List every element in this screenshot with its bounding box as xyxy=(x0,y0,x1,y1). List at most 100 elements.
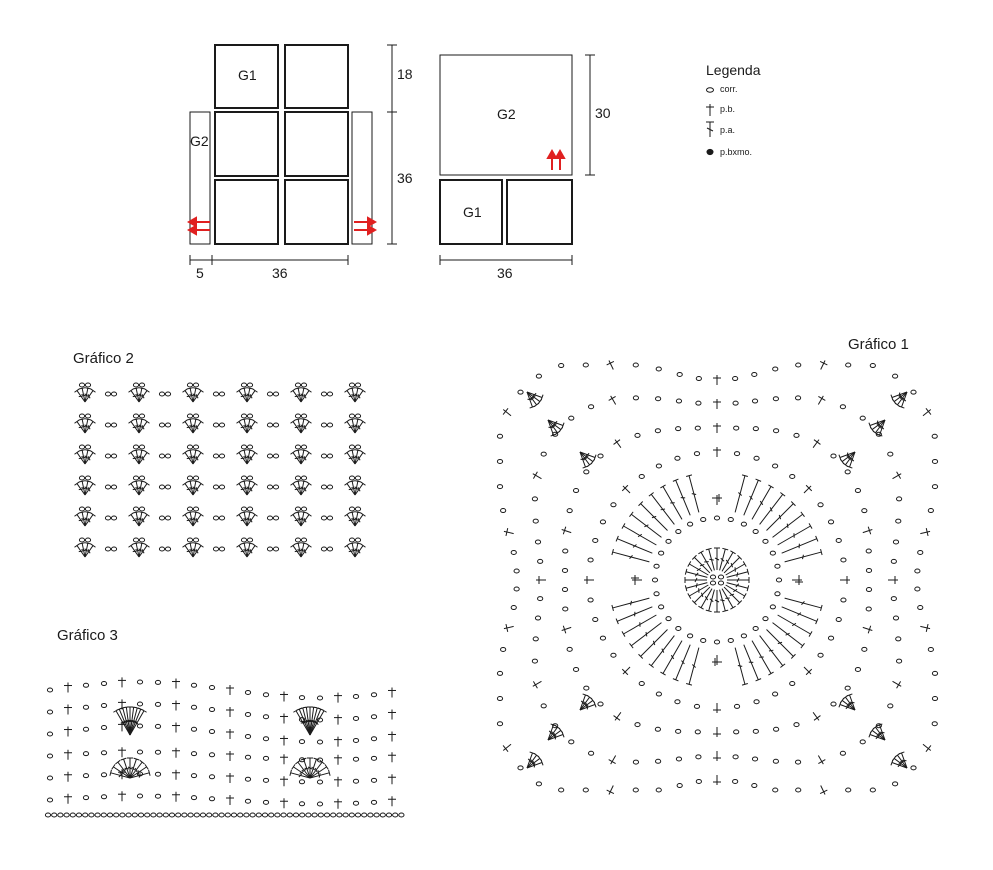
single-crochet xyxy=(280,691,288,702)
double-crochet xyxy=(133,542,140,558)
chain-stitch xyxy=(839,404,847,410)
chain-stitch xyxy=(762,616,769,622)
double-crochet xyxy=(241,511,248,527)
double-crochet xyxy=(246,450,258,465)
double-crochet xyxy=(236,512,248,527)
double-crochet xyxy=(300,387,307,403)
chain-stitch xyxy=(132,506,140,512)
chain-stitch xyxy=(192,413,200,419)
chain-stitch xyxy=(917,549,924,555)
chain-stitch xyxy=(164,484,172,490)
single-crochet xyxy=(713,751,721,761)
chain-stitch xyxy=(638,681,645,687)
chain-stitch xyxy=(88,812,95,818)
chain-stitch xyxy=(348,413,356,419)
double-crochet xyxy=(698,588,713,610)
chain-stitch xyxy=(208,685,216,691)
chain-stitch xyxy=(186,506,194,512)
double-crochet xyxy=(721,550,736,572)
double-crochet xyxy=(344,512,356,527)
chain-stitch xyxy=(316,801,324,807)
chain-stitch xyxy=(865,567,873,573)
chain-stitch xyxy=(218,422,226,428)
chain-stitch xyxy=(110,484,118,490)
chain-stitch xyxy=(136,749,144,755)
chain-stitch xyxy=(496,433,504,439)
chain-stitch xyxy=(537,558,544,564)
double-crochet xyxy=(344,450,356,465)
chain-stitch xyxy=(136,723,144,729)
double-crochet xyxy=(349,387,356,403)
double-crochet xyxy=(621,523,657,546)
chain-stitch xyxy=(186,475,194,481)
chain-stitch xyxy=(100,725,108,731)
chain-stitch xyxy=(243,812,250,818)
chain-stitch xyxy=(208,707,216,713)
double-crochet xyxy=(629,622,662,649)
double-crochet xyxy=(79,542,86,558)
chain-stitch xyxy=(51,812,58,818)
double-crochet xyxy=(84,480,91,496)
chain-stitch xyxy=(655,787,662,793)
chain-stitch xyxy=(208,774,216,780)
chain-stitch xyxy=(224,812,231,818)
chain-stitch xyxy=(125,812,132,818)
square xyxy=(284,111,349,177)
single-crochet xyxy=(334,714,342,725)
chain-stitch xyxy=(199,812,207,818)
single-crochet xyxy=(888,576,898,584)
double-crochet xyxy=(138,449,145,465)
chain-stitch xyxy=(845,362,852,368)
single-crochet xyxy=(922,407,932,417)
double-crochet xyxy=(354,419,366,434)
single-crochet xyxy=(226,707,234,717)
single-crochet xyxy=(172,747,180,758)
double-crochet xyxy=(349,511,356,527)
chain-stitch xyxy=(82,773,90,779)
single-crochet xyxy=(712,494,722,502)
chain-stitch xyxy=(531,658,539,664)
single-crochet xyxy=(608,395,617,405)
chain-stitch xyxy=(244,798,252,804)
chain-stitch xyxy=(104,484,112,490)
double-crochet xyxy=(781,535,819,554)
chain-stitch xyxy=(246,382,254,388)
double-crochet xyxy=(727,577,750,583)
chain-stitch xyxy=(294,382,302,388)
chain-stitch xyxy=(320,422,328,428)
chain-stitch xyxy=(597,453,604,459)
single-crochet xyxy=(613,711,622,721)
double-crochet xyxy=(182,450,194,465)
single-crochet xyxy=(713,375,721,385)
single-crochet xyxy=(920,623,931,632)
chain-stitch xyxy=(164,546,172,552)
double-crochet xyxy=(687,561,709,576)
double-crochet xyxy=(660,640,683,676)
double-crochet xyxy=(300,542,307,558)
chain-stitch xyxy=(910,765,917,771)
chain-stitch xyxy=(773,726,780,732)
double-crochet xyxy=(300,449,307,465)
double-crochet xyxy=(138,512,150,527)
double-crochet xyxy=(751,484,774,520)
chain-stitch xyxy=(78,475,86,481)
double-crochet xyxy=(289,769,311,779)
chain-stitch xyxy=(582,787,589,793)
chain-stitch xyxy=(311,812,318,818)
chain-stitch xyxy=(186,537,194,543)
chain-stitch xyxy=(861,508,868,514)
double-crochet xyxy=(621,614,657,637)
chain-stitch xyxy=(793,722,800,728)
chain-stitch xyxy=(218,546,226,552)
chain-stitch xyxy=(78,444,86,450)
double-crochet xyxy=(868,419,886,429)
single-crochet xyxy=(226,795,234,805)
double-crochet xyxy=(300,450,312,465)
chain-stitch xyxy=(110,453,118,459)
legend-icons xyxy=(706,87,714,156)
chain-stitch xyxy=(320,546,328,552)
chart-grafico-1 xyxy=(496,360,939,795)
chain-stitch xyxy=(583,685,590,691)
label-g1: G1 xyxy=(238,67,257,83)
chain-stitch xyxy=(632,362,639,368)
